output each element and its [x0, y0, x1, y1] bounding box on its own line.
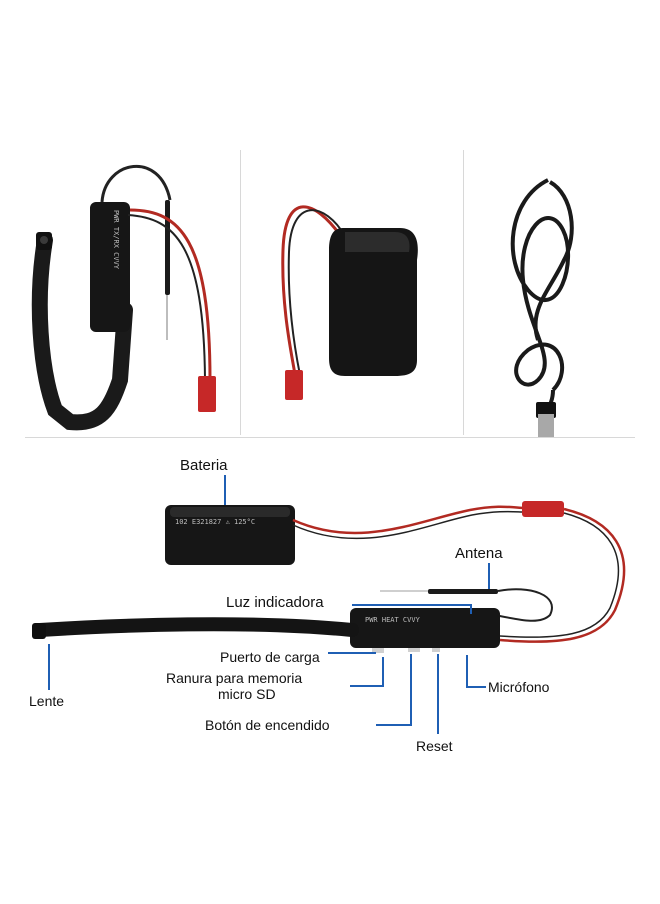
lead-ranura-rise — [382, 657, 384, 687]
lead-ranura — [350, 685, 384, 687]
lead-lente — [48, 644, 50, 690]
assembly-illustration: 102 E321827 ⚠ 125°C PWR HEAT CVVY — [32, 501, 626, 653]
label-bateria: Bateria — [180, 457, 228, 474]
label-antena: Antena — [455, 545, 503, 562]
label-ranura-line2: micro SD — [218, 686, 276, 702]
camera-module-illustration: PWR TX/RX CVVY — [31, 164, 216, 431]
battery-pack — [165, 505, 295, 565]
usb-cable-illustration — [510, 178, 574, 438]
panel-usb-cable — [468, 140, 653, 440]
label-boton-de-encendido: Botón de encendido — [205, 717, 330, 733]
divider-vertical-2 — [463, 150, 464, 435]
red-connector — [522, 501, 564, 517]
label-reset: Reset — [416, 738, 453, 754]
lead-boton-rise — [410, 654, 412, 726]
lead-puerto-de-carga — [328, 652, 376, 654]
lead-luz-indicadora — [352, 604, 472, 606]
panel-camera-module: PWR TX/RX CVVY — [10, 140, 235, 440]
board-print: PWR HEAT CVVY — [365, 616, 421, 624]
label-lente: Lente — [29, 693, 65, 709]
svg-text:PWR TX/RX CVVY: PWR TX/RX CVVY — [112, 210, 120, 270]
battery-print: 102 E321827 ⚠ 125°C — [175, 518, 255, 526]
lead-microfono — [468, 686, 486, 688]
panel-battery — [245, 140, 460, 440]
divider-vertical-1 — [240, 150, 241, 435]
label-microfono: Micrófono — [488, 679, 550, 695]
battery-illustration — [281, 205, 418, 400]
lead-antena — [488, 563, 490, 589]
label-puerto-de-carga: Puerto de carga — [220, 649, 320, 665]
lead-bateria — [224, 475, 226, 505]
label-ranura-line1: Ranura para memoria — [166, 670, 303, 686]
lead-reset — [437, 654, 439, 734]
divider-horizontal — [25, 437, 635, 438]
lead-boton — [376, 724, 412, 726]
main-board — [350, 608, 500, 648]
lead-microfono-rise — [466, 655, 468, 688]
lead-luz-indicadora-drop — [470, 604, 472, 614]
label-luz-indicadora: Luz indicadora — [226, 594, 324, 611]
